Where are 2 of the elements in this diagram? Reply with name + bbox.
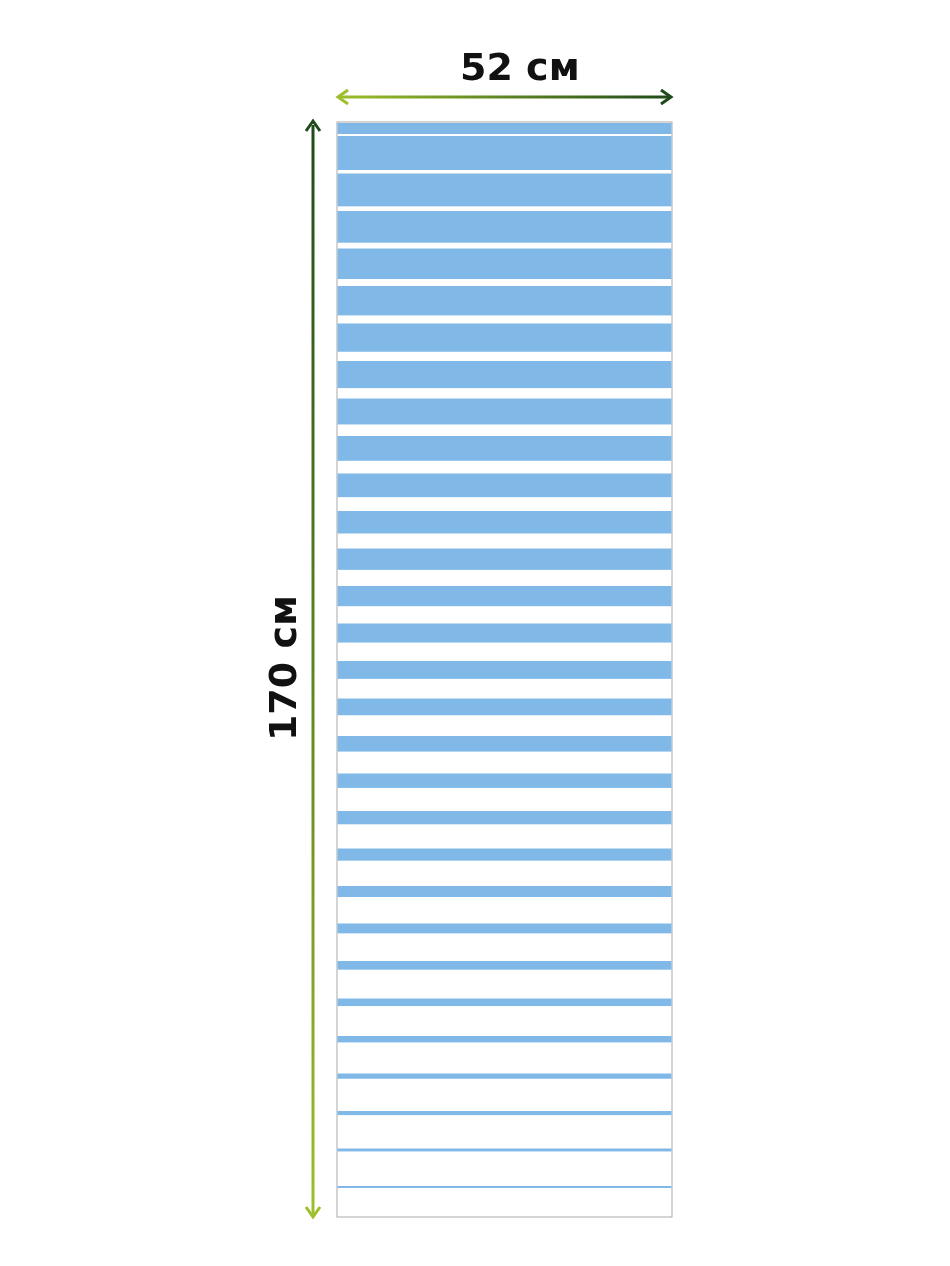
dimension-label: 52 см — [460, 48, 580, 86]
dimension-label: 170 см — [264, 594, 303, 742]
